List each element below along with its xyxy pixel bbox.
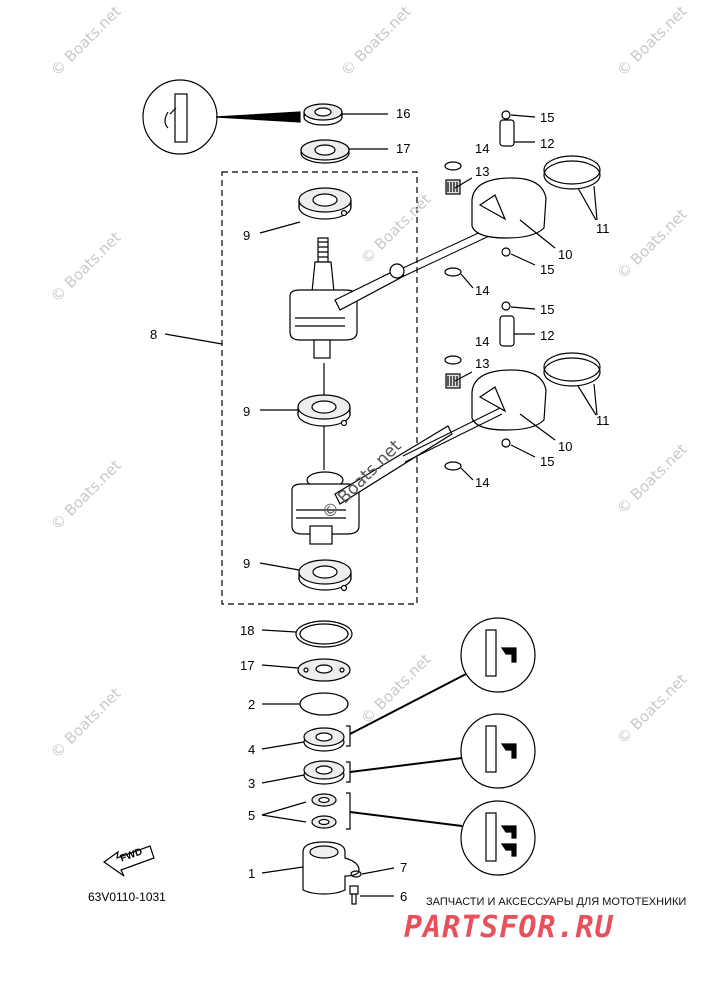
- callout-12: 12: [540, 136, 555, 151]
- part-1-housing: [261, 841, 360, 895]
- callout-15: 15: [540, 302, 555, 317]
- detail-circle-top: [142, 79, 301, 155]
- callout-4: 4: [248, 742, 256, 757]
- piston-assembly-top: [444, 110, 601, 289]
- part-18-gasket: [261, 620, 353, 648]
- part-4-seal: [261, 725, 351, 752]
- callout-10: 10: [558, 439, 573, 454]
- callout-16: 16: [396, 106, 411, 121]
- callout-14: 14: [475, 334, 490, 349]
- callout-18: 18: [240, 623, 255, 638]
- piston-assembly-bottom: [402, 301, 601, 481]
- callout-14: 14: [475, 283, 490, 298]
- part-16-seal: [303, 103, 388, 126]
- callout-6: 6: [400, 889, 408, 904]
- crankshaft-assembly-box: [221, 171, 418, 605]
- callout-15: 15: [540, 262, 555, 277]
- brand-logo-text: PARTSFOR.RU: [404, 910, 614, 945]
- callout-11: 11: [596, 413, 610, 428]
- callout-17: 17: [396, 141, 411, 156]
- part-5-seals: [261, 792, 351, 830]
- callout-5: 5: [248, 808, 256, 823]
- fwd-arrow-icon: [102, 845, 155, 877]
- part-9-bearing-middle: [260, 394, 351, 427]
- callout-15: 15: [540, 110, 555, 125]
- callout-14: 14: [475, 475, 490, 490]
- part-17-bottom-plate: [261, 658, 351, 682]
- callout-7: 7: [400, 860, 408, 875]
- callout-3: 3: [248, 776, 256, 791]
- part-9-bearing-bottom: [259, 559, 352, 592]
- part-9-bearing-top: [259, 187, 352, 234]
- callout-13: 13: [475, 164, 490, 179]
- callout-9: 9: [243, 228, 251, 243]
- detail-circle-1: [349, 617, 536, 735]
- part-6-bolt: [349, 885, 394, 905]
- part-7-washer: [350, 867, 395, 878]
- callout-17: 17: [240, 658, 255, 673]
- crankshaft-upper: [289, 222, 503, 359]
- diagram-code: 63V0110-1031: [88, 890, 166, 904]
- part-17-top-plate: [300, 139, 388, 164]
- callout-9: 9: [243, 556, 251, 571]
- callout-8: 8: [150, 327, 158, 342]
- callout-15: 15: [540, 454, 555, 469]
- brand-subtitle: ЗАПЧАСТИ И АКСЕССУАРЫ ДЛЯ МОТОТЕХНИКИ: [426, 896, 687, 908]
- callout-12: 12: [540, 328, 555, 343]
- callout-13: 13: [475, 356, 490, 371]
- part-3-seal: [261, 760, 351, 785]
- callout-1: 1: [248, 866, 256, 881]
- callout-11: 11: [596, 221, 610, 236]
- callout-2: 2: [248, 697, 256, 712]
- callout-10: 10: [558, 247, 573, 262]
- detail-circle-2: [349, 713, 536, 789]
- detail-circle-3: [349, 800, 536, 876]
- callout-14: 14: [475, 141, 490, 156]
- part-2-o-ring: [262, 692, 349, 716]
- crankshaft-lower: [291, 425, 453, 545]
- callout-9: 9: [243, 404, 251, 419]
